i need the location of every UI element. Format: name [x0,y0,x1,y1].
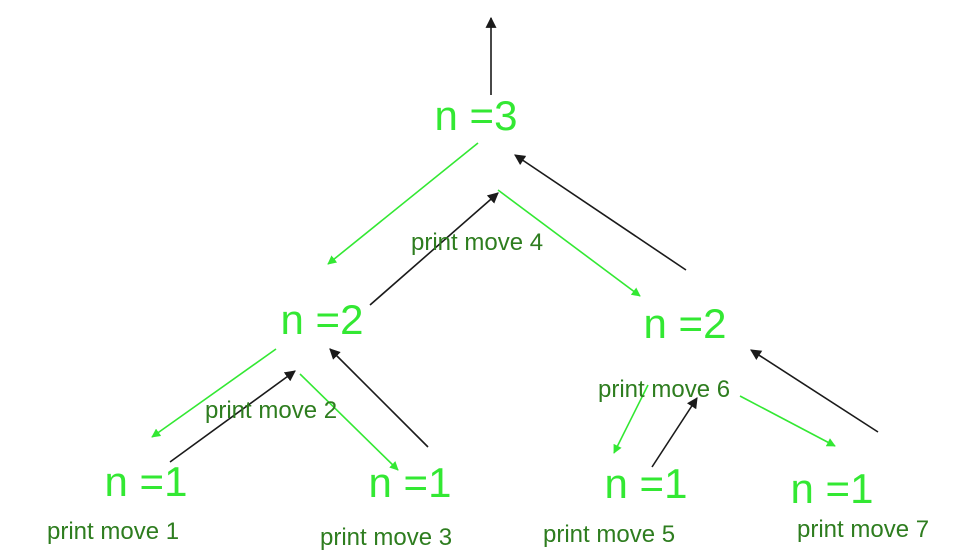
return-arrow-leaf4-to-right [750,349,879,433]
call-arrow-left-to-leaf2 [299,373,399,471]
move-label-2: print move 2 [205,397,337,424]
node-leaf-3: n =1 [605,460,688,507]
move-label-7: print move 7 [797,516,929,543]
return-arrow-right-to-root [514,154,687,271]
return-arrow-left-to-root [369,192,499,306]
move-label-5: print move 5 [543,521,675,548]
move-label-6: print move 6 [598,376,730,403]
call-arrow-right-to-leaf3 [613,384,649,454]
move-label-4: print move 4 [411,229,543,256]
return-arrow-leaf2-to-left [329,348,429,448]
call-arrow-root-to-right [497,189,641,297]
call-arrow-left-to-leaf1 [151,348,277,438]
node-left-mid: n =2 [281,296,364,343]
move-label-1: print move 1 [47,518,179,545]
node-leaf-4: n =1 [791,465,874,512]
node-root: n =3 [435,92,518,139]
move-label-3: print move 3 [320,524,452,551]
return-arrow-leaf1-to-left [169,370,296,463]
return-arrow-leaf3-to-right [651,397,698,468]
node-right-mid: n =2 [644,300,727,347]
call-arrow-right-to-leaf4 [739,395,836,447]
node-leaf-2: n =1 [369,459,452,506]
call-arrow-root-to-left [327,142,479,265]
node-leaf-1: n =1 [105,458,188,505]
